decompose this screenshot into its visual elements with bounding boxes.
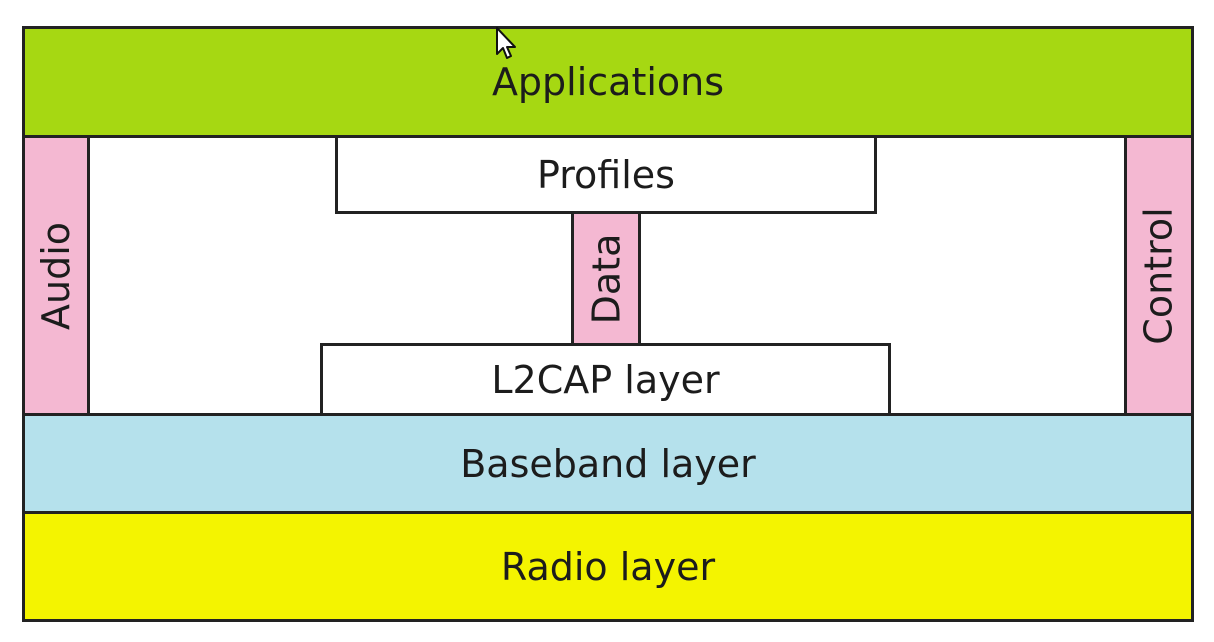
audio-bar: Audio [22,135,90,416]
control-label: Control [1137,206,1181,345]
radio-label: Radio layer [500,544,716,589]
baseband-label: Baseband layer [460,441,756,486]
audio-label: Audio [34,221,79,330]
l2cap-label: L2CAP layer [491,357,720,402]
arrow-pointer-icon [496,27,516,59]
profiles-box: Profiles [335,135,877,214]
radio-layer: Radio layer [22,511,1194,622]
profiles-label: Profiles [537,152,675,197]
control-bar: Control [1124,135,1194,416]
data-label: Data [584,233,629,325]
baseband-layer: Baseband layer [22,413,1194,514]
applications-label: Applications [491,60,725,104]
l2cap-layer: L2CAP layer [320,343,891,416]
data-bar: Data [571,211,641,347]
applications-layer: Applications [22,26,1194,138]
